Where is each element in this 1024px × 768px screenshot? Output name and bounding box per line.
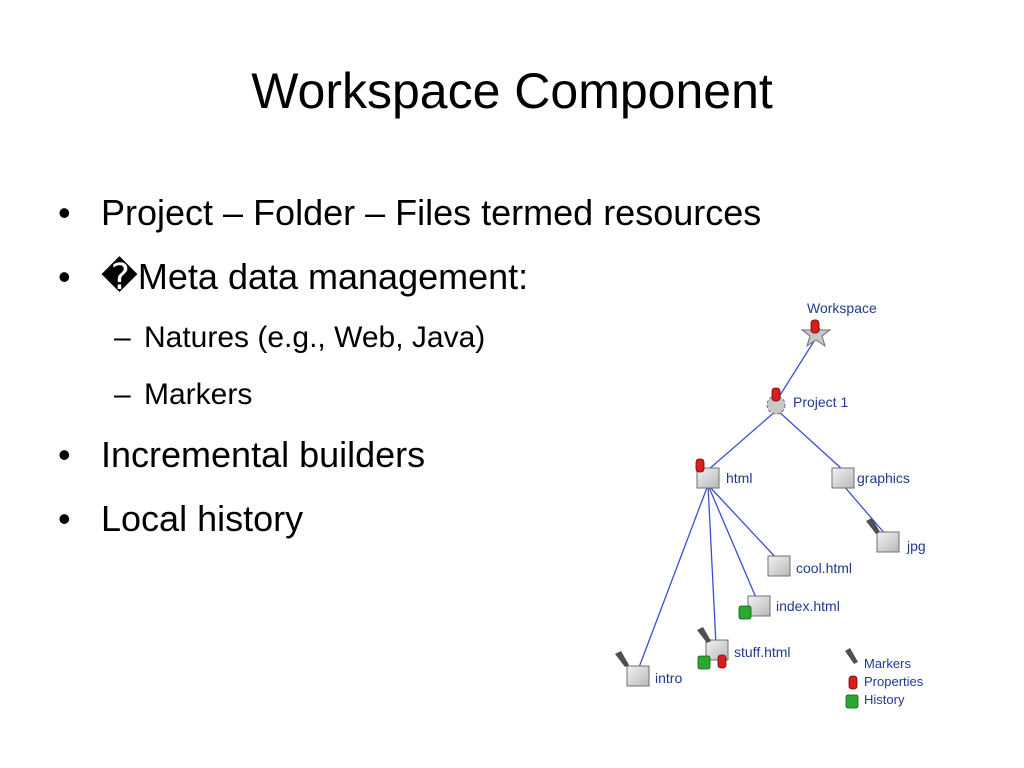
bullet-resources: Project – Folder – Files termed resource… (58, 190, 761, 254)
node-intro: intro (615, 651, 682, 687)
file-icon (876, 531, 900, 553)
node-project: Project 1 (766, 387, 848, 415)
node-stuff-html: stuff.html (697, 627, 791, 670)
bullet-text: Project – Folder – Files termed resource… (101, 192, 762, 233)
legend-markers-icon (845, 648, 858, 664)
sub-bullet-text: Natures (e.g., Web, Java) (144, 321, 486, 354)
edge-html-intro (637, 484, 709, 671)
node-label-html: html (726, 470, 752, 486)
bullet-history: Local history (58, 496, 761, 560)
bullet-text: �Meta data management: (101, 256, 529, 297)
history-icon (738, 605, 752, 620)
folder-icon (831, 467, 855, 489)
marker-icon (697, 627, 711, 643)
node-label-index: index.html (776, 598, 840, 614)
edge-graphics-jpg (842, 484, 887, 536)
sub-bullet-list: Natures (e.g., Web, Java) Markers (58, 318, 761, 432)
node-label-intro: intro (655, 670, 682, 686)
property-cylinder-icon (695, 458, 705, 473)
node-cool-html: cool.html (767, 555, 852, 577)
legend-properties-label: Properties (864, 674, 924, 689)
node-graphics: graphics (831, 467, 910, 489)
slide-title: Workspace Component (251, 63, 773, 119)
edge-project-html (707, 409, 778, 471)
marker-icon (866, 518, 880, 534)
sub-bullet-group: Natures (e.g., Web, Java) Markers (58, 318, 761, 432)
marker-icon (615, 651, 629, 667)
workspace-tree-diagram: Workspace Project 1 html graphics jpg co… (615, 300, 926, 709)
legend-history-icon (845, 694, 859, 709)
bullet-list: Project – Folder – Files termed resource… (58, 190, 761, 560)
node-label-jpg: jpg (906, 538, 926, 554)
property-cylinder-icon (771, 387, 781, 402)
bullet-text: Incremental builders (101, 434, 426, 475)
property-cylinder-icon (717, 654, 727, 669)
folder-icon (696, 467, 720, 489)
file-icon (626, 665, 650, 687)
node-label-cool: cool.html (796, 560, 852, 576)
edge-html-index (707, 484, 758, 601)
sub-bullet-markers: Markers (114, 375, 761, 432)
file-icon (767, 555, 791, 577)
node-workspace: Workspace (800, 300, 877, 348)
node-label-workspace: Workspace (807, 300, 877, 316)
tree-edges (637, 337, 887, 671)
sub-bullet-text: Markers (144, 378, 253, 411)
edge-workspace-project (776, 337, 817, 401)
history-icon (697, 655, 711, 670)
legend-markers-label: Markers (864, 656, 911, 671)
sub-bullet-natures: Natures (e.g., Web, Java) (114, 318, 761, 375)
edge-html-stuff (707, 484, 717, 646)
node-label-graphics: graphics (857, 470, 910, 486)
legend-history-label: History (864, 692, 905, 707)
bullet-metadata: �Meta data management: (58, 254, 761, 318)
node-label-stuff: stuff.html (734, 644, 791, 660)
legend: Markers Properties History (845, 648, 924, 709)
legend-properties-icon (848, 675, 858, 690)
edge-html-cool (707, 484, 779, 561)
node-jpg: jpg (866, 518, 926, 554)
node-index-html: index.html (738, 595, 840, 620)
property-cylinder-icon (810, 319, 820, 334)
edge-project-graphics (776, 409, 844, 471)
node-label-project: Project 1 (793, 394, 848, 410)
node-html: html (695, 458, 752, 489)
bullet-text: Local history (101, 498, 304, 539)
bullet-builders: Incremental builders (58, 432, 761, 496)
